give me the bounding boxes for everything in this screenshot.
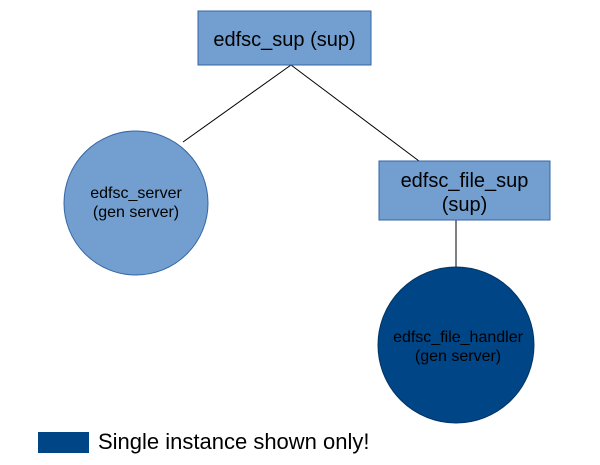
legend: Single instance shown only! [38,430,370,454]
edge-root-to-file-sup [290,64,420,162]
legend-label: Single instance shown only! [98,429,370,454]
server-label-line1: edfsc_server [90,185,182,202]
file-supervisor-box [378,160,551,221]
file-supervisor-node: edfsc_file_sup (sup) [378,160,551,221]
file-handler-label-line2: (gen server) [415,348,501,365]
root-supervisor-node: edfsc_sup (sup) [197,10,372,66]
root-supervisor-label: edfsc_sup (sup) [213,29,355,51]
edge-root-to-server [182,64,292,143]
legend-swatch [38,431,89,453]
file-supervisor-label-line2: (sup) [442,194,488,216]
file-handler-label-line1: edfsc_file_handler [393,329,524,346]
file-supervisor-label-line1: edfsc_file_sup [401,170,529,192]
file-handler-node: edfsc_file_handler (gen server) [377,266,535,424]
root-supervisor-box [197,10,372,66]
file-handler-circle [377,266,535,424]
server-label-line2: (gen server) [93,204,179,221]
server-circle [63,130,209,276]
server-node: edfsc_server (gen server) [63,130,209,276]
